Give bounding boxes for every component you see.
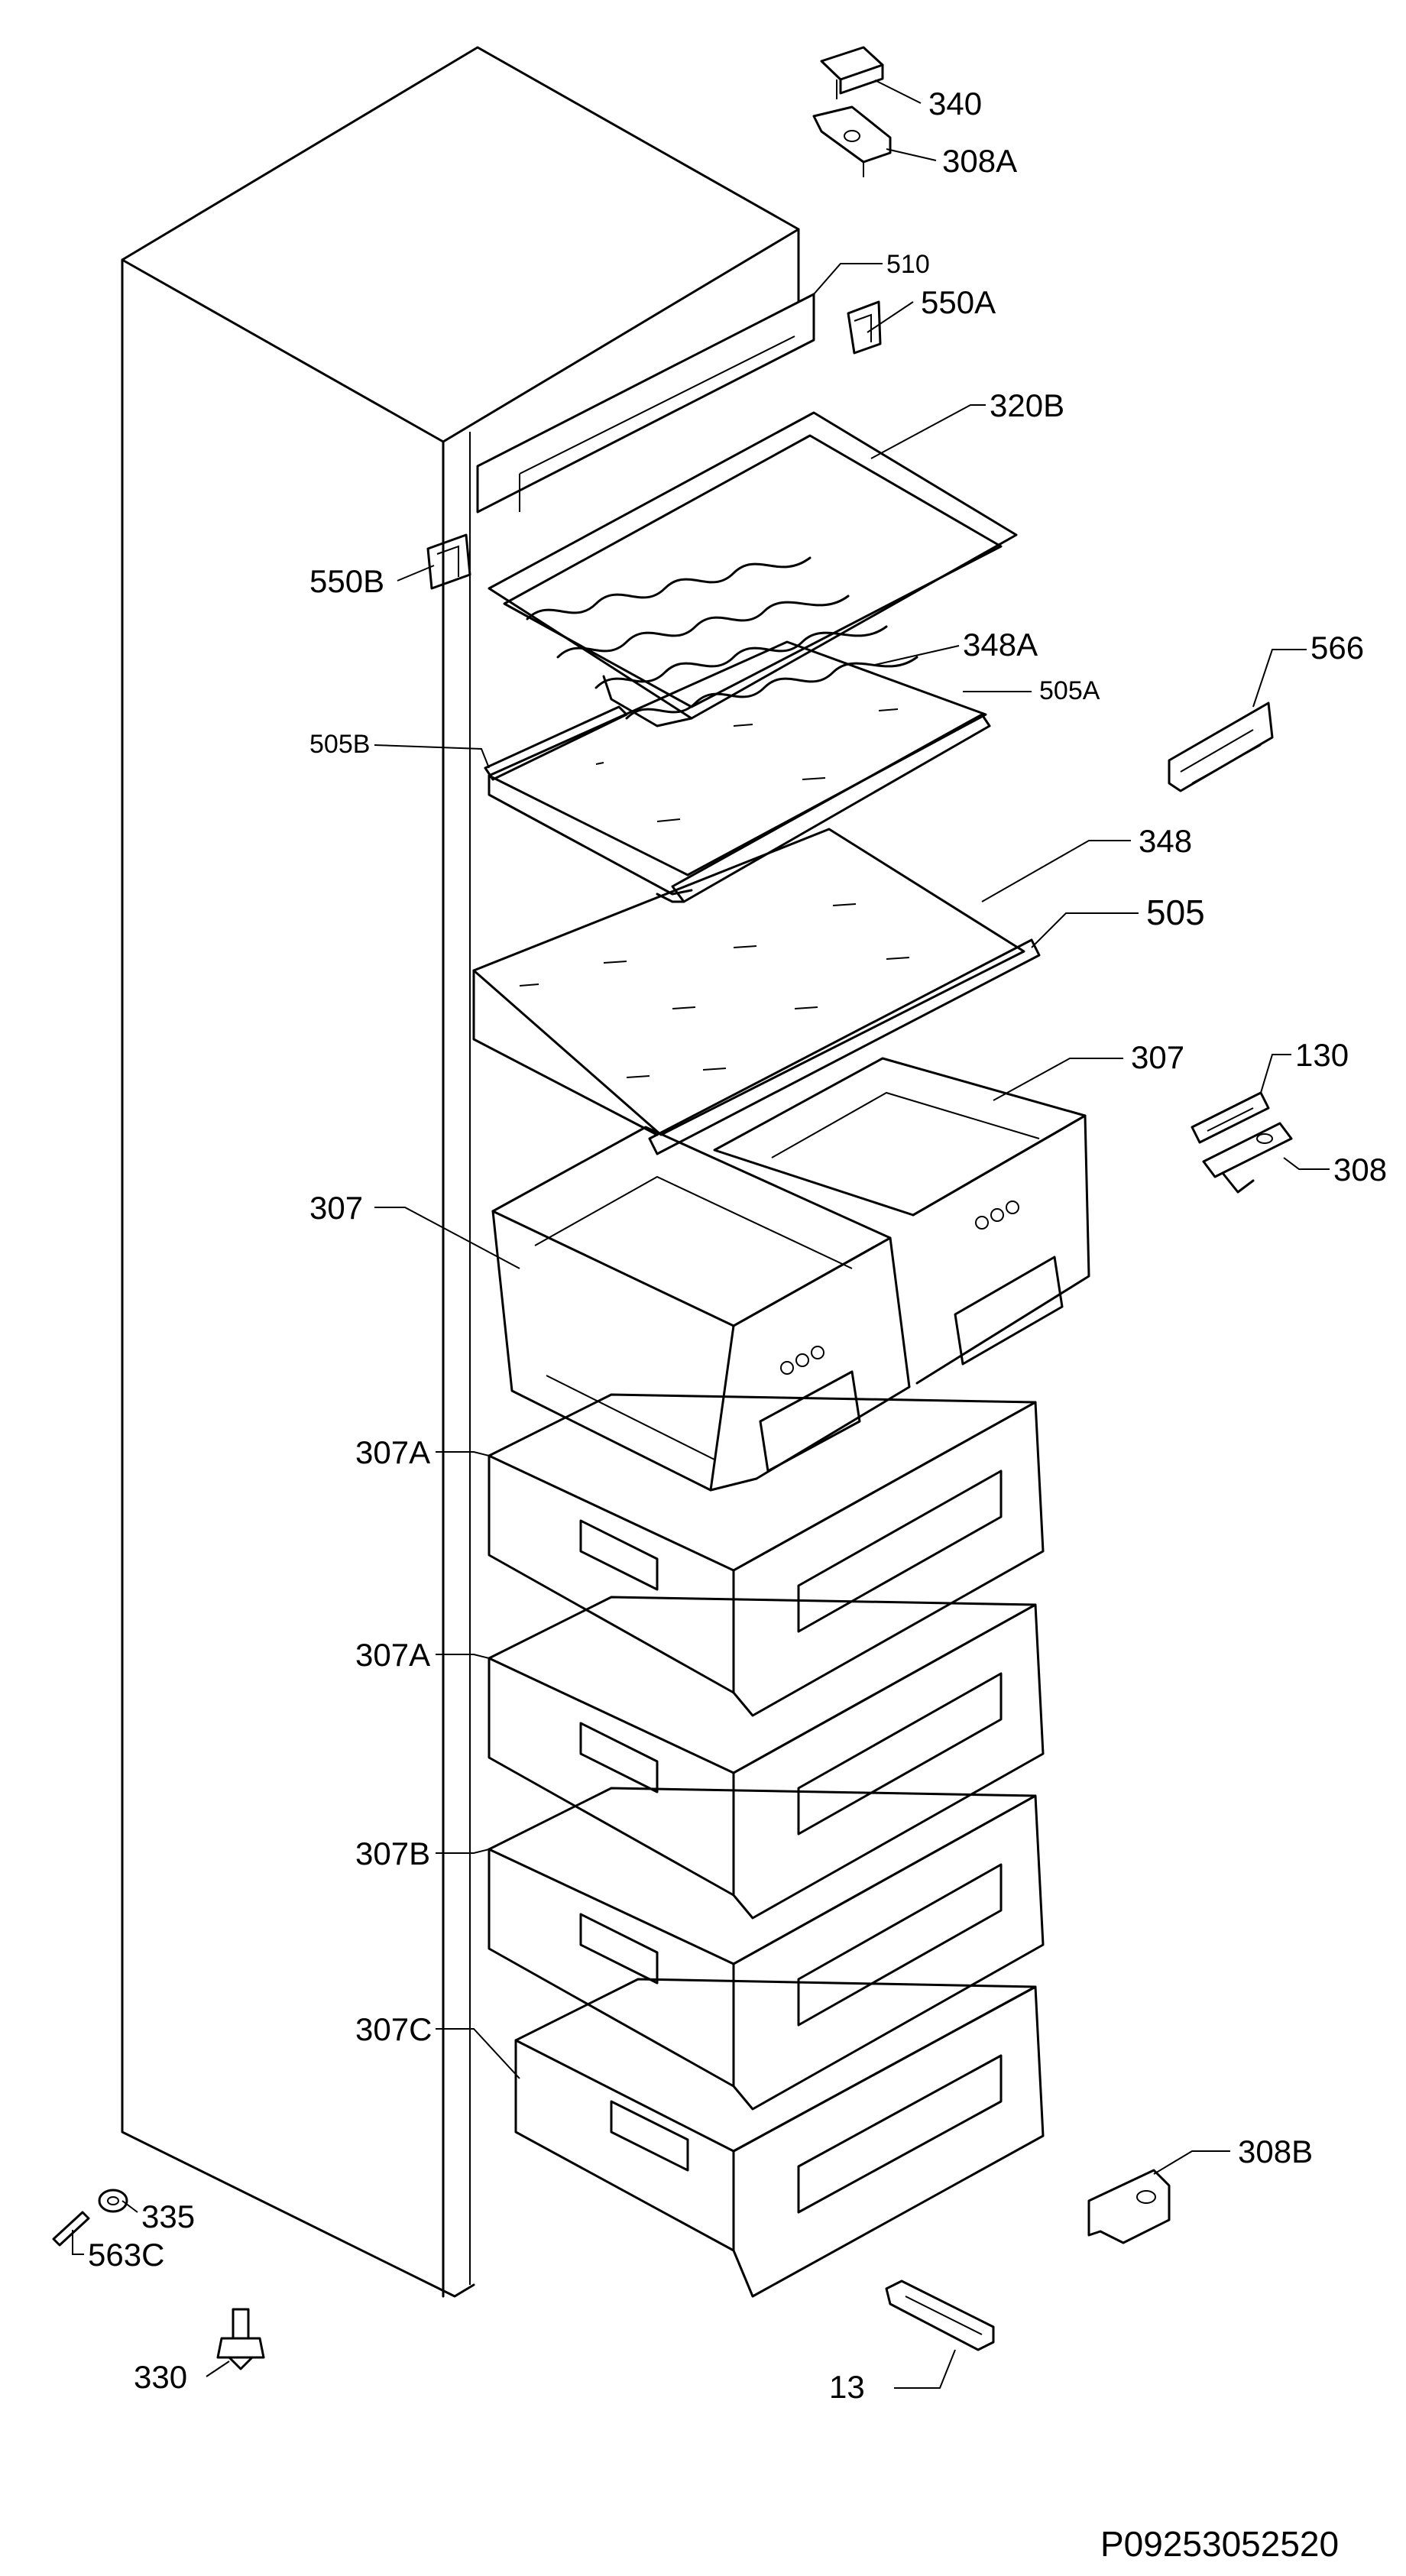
label-505: 505 [1146,893,1205,932]
part-510-lamp-cover [476,293,815,514]
part-308b-hinge [1087,2169,1171,2244]
label-307-left: 307 [309,1190,363,1226]
part-550a-clip [847,300,882,355]
label-330: 330 [134,2359,187,2395]
label-348: 348 [1139,823,1192,859]
label-308b: 308B [1238,2134,1313,2169]
part-348-glass-shelf [472,828,1025,1136]
label-307c: 307C [355,2011,432,2047]
leader-lines [72,79,1330,2389]
part-550b-clip [426,533,471,590]
part-307-crisper-left [491,1126,911,1492]
label-13: 13 [829,2369,865,2405]
label-510: 510 [886,250,930,279]
label-130: 130 [1295,1037,1349,1073]
part-307-crisper-right [713,1057,1090,1385]
label-550b: 550B [309,563,384,599]
part-566 [1168,702,1274,792]
part-13-bracket [885,2280,995,2351]
part-320b-bottle-rack [488,411,1018,727]
part-130 [1191,1091,1270,1144]
label-307b: 307B [355,1836,430,1871]
label-335: 335 [141,2199,195,2234]
part-348a-glass-shelf [488,640,987,896]
part-308a-hinge [812,105,892,177]
part-505b-trim [484,705,628,781]
part-563c-pin [52,2211,90,2247]
label-340: 340 [928,86,982,122]
label-307a-2: 307A [355,1637,430,1673]
part-335-bushing [98,2189,128,2213]
part-330-foot [216,2308,265,2370]
label-563c: 563C [88,2237,164,2273]
label-505b: 505B [309,730,370,759]
label-320b: 320B [990,387,1064,423]
drawer-307a-2 [488,1596,1045,1920]
label-307-right: 307 [1131,1039,1184,1075]
label-550a: 550A [921,284,996,320]
label-505a: 505A [1039,676,1100,705]
label-348a: 348A [963,627,1038,663]
drawer-307a-1 [488,1393,1045,1717]
part-505-trim [648,938,1041,1155]
part-505a-trim [656,713,991,903]
drawing-code: P09253052520 [1100,2524,1339,2564]
label-566: 566 [1310,630,1364,666]
part-308-hinge [1202,1122,1293,1194]
label-307a-1: 307A [355,1434,430,1470]
part-340 [820,46,884,99]
label-308a: 308A [942,143,1017,179]
drawer-307b [488,1787,1045,2111]
drawer-307c [514,1978,1045,2298]
cabinet [121,46,800,2298]
label-308: 308 [1333,1152,1387,1188]
